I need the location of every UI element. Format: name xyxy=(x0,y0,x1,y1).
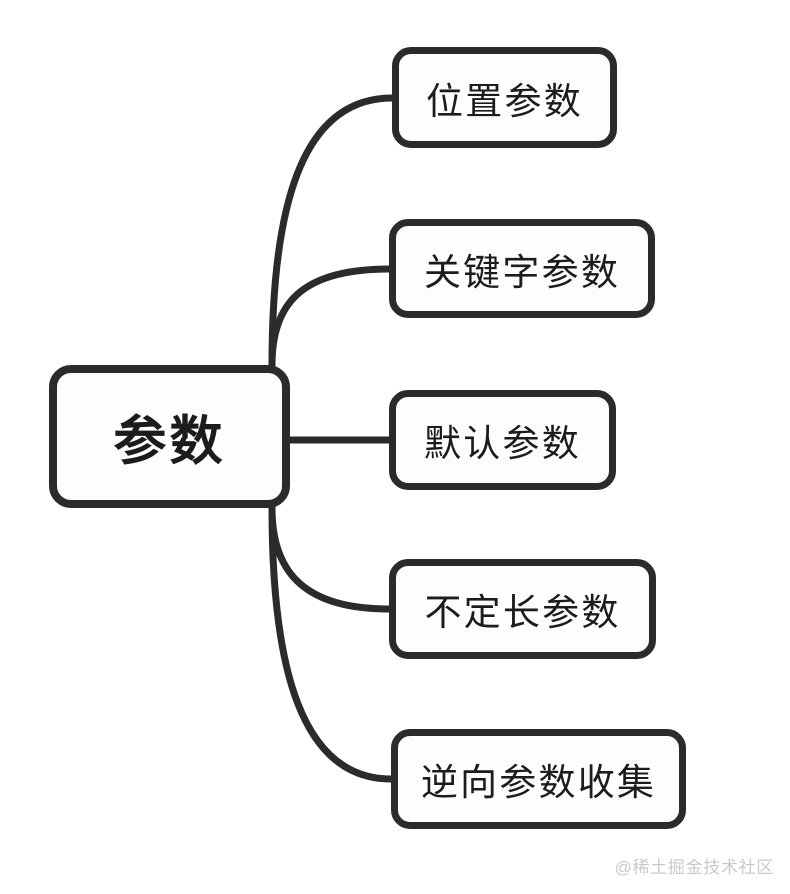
node-reverse-collection-label: 逆向参数收集 xyxy=(420,762,657,803)
node-default-parameters[interactable]: 默认参数 xyxy=(389,390,616,490)
root-node-label: 参数 xyxy=(113,411,226,471)
node-variadic-parameters[interactable]: 不定长参数 xyxy=(389,559,656,659)
connector-to-keyword-parameters xyxy=(268,265,393,369)
connector-to-reverse-collection xyxy=(268,504,395,783)
watermark: @稀土掘金技术社区 xyxy=(614,858,774,877)
node-default-parameters-label: 默认参数 xyxy=(424,423,581,464)
connector-to-positional-parameters xyxy=(268,94,396,369)
node-keyword-parameters-label: 关键字参数 xyxy=(423,251,621,293)
connector-to-variadic-parameters xyxy=(268,504,393,613)
node-reverse-collection[interactable]: 逆向参数收集 xyxy=(391,729,686,829)
node-positional-parameters-label: 位置参数 xyxy=(426,80,583,122)
root-node[interactable]: 参数 xyxy=(49,365,290,508)
node-keyword-parameters[interactable]: 关键字参数 xyxy=(389,219,655,318)
node-positional-parameters[interactable]: 位置参数 xyxy=(392,47,617,148)
node-variadic-parameters-label: 不定长参数 xyxy=(424,592,621,633)
